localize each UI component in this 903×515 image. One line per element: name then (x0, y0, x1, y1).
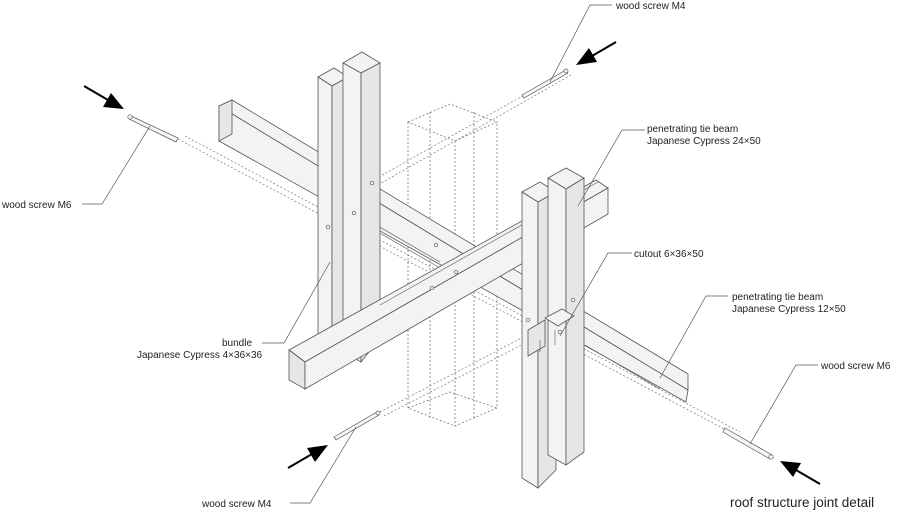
label-cutout: cutout 6×36×50 (634, 249, 704, 260)
label-wood-screw-m4-bottom: wood screw M4 (201, 499, 272, 510)
label-bundle-name: bundle (222, 338, 252, 349)
leader-lines (82, 4, 818, 504)
arrow-icon (576, 41, 617, 65)
label-lower-beam-name: penetrating tie beam (732, 292, 823, 303)
wood-screw-m4-top (521, 68, 569, 99)
label-upper-beam-name: penetrating tie beam (647, 124, 738, 135)
label-bundle-spec: Japanese Cypress 4×36×36 (137, 350, 263, 361)
label-lower-beam-spec: Japanese Cypress 12×50 (732, 304, 846, 315)
wood-screw-m6-left (127, 114, 179, 143)
arrow-icon (780, 461, 821, 485)
arrow-icon (287, 445, 328, 469)
bundle-post-right (521, 167, 585, 489)
label-wood-screw-m4-top: wood screw M4 (615, 1, 686, 12)
label-upper-beam-spec: Japanese Cypress 24×50 (647, 136, 761, 147)
label-wood-screw-m6-left: wood screw M6 (1, 200, 72, 211)
label-wood-screw-m6-right: wood screw M6 (820, 361, 891, 372)
arrow-icon (83, 85, 124, 109)
diagram-title: roof structure joint detail (730, 495, 874, 510)
screw-holes (325, 180, 576, 335)
wood-screw-m6-right (722, 427, 774, 460)
wood-screw-m4-bottom (333, 410, 381, 441)
